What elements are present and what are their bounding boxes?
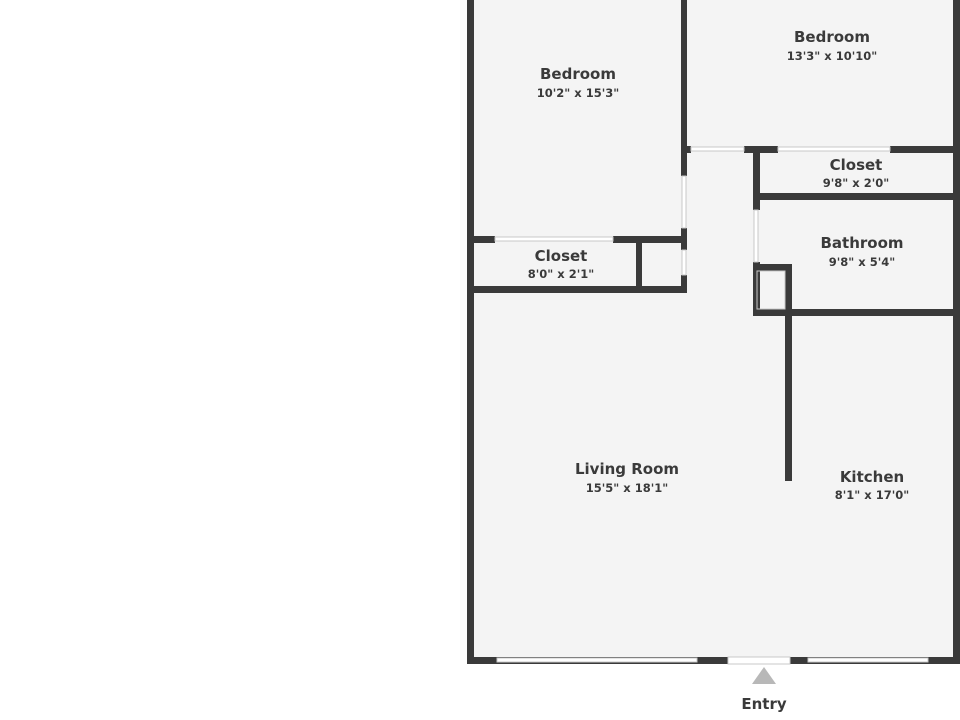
room-name-bedroom-2: Bedroom	[794, 28, 870, 46]
wall-bath-stub-top	[753, 264, 791, 271]
wall-outer-right	[953, 0, 960, 664]
wall-bottom	[467, 657, 960, 664]
room-name-closet-1: Closet	[830, 156, 883, 174]
entry-arrow-icon	[752, 667, 776, 684]
wall-closet1-bottom	[753, 193, 960, 200]
room-name-living-room: Living Room	[575, 460, 679, 478]
room-dimensions-bathroom: 9'8" x 5'4"	[829, 255, 895, 269]
room-name-bedroom-1: Bedroom	[540, 65, 616, 83]
wall-bath-stub-right	[785, 264, 792, 316]
entry-door-opening	[727, 656, 791, 665]
wall-closet2-top-right	[613, 236, 687, 243]
room-dimensions-closet-2: 8'0" x 2'1"	[528, 267, 594, 281]
floor-area	[470, 0, 957, 662]
room-dimensions-living-room: 15'5" x 18'1"	[586, 481, 668, 495]
window-bath-stub	[756, 270, 786, 310]
room-dimensions-bedroom-1: 10'2" x 15'3"	[537, 86, 619, 100]
room-dimensions-kitchen: 8'1" x 17'0"	[835, 488, 909, 502]
room-name-bathroom: Bathroom	[820, 234, 903, 252]
wall-bathroom-bottom	[753, 309, 960, 316]
windows	[494, 146, 929, 663]
room-name-kitchen: Kitchen	[840, 468, 904, 486]
window-bath-left	[753, 209, 759, 263]
wall-outer-left	[467, 0, 474, 664]
walls	[467, 0, 960, 664]
window-bedroom2-bottom-left	[690, 146, 745, 152]
window-bottom-left	[496, 657, 698, 663]
wall-closet2-bottom	[467, 286, 687, 293]
wall-bathroom-left-upper	[753, 200, 760, 210]
room-dimensions-bedroom-2: 13'3" x 10'10"	[787, 49, 877, 63]
wall-closet2-divider	[636, 236, 642, 293]
entry-label: Entry	[741, 695, 786, 713]
room-name-closet-2: Closet	[535, 247, 588, 265]
window-bottom-right	[807, 657, 929, 663]
window-closet-divider	[681, 249, 687, 276]
wall-closet1-left	[753, 150, 760, 210]
wall-bedroom2-bottom-mid	[744, 146, 778, 153]
wall-closet-right	[681, 275, 687, 293]
window-bedroom1-closet	[494, 236, 614, 242]
wall-bedroom2-bottom	[681, 146, 691, 153]
window-bedroom-divider	[681, 175, 687, 229]
room-dimensions-closet-1: 9'8" x 2'0"	[823, 176, 889, 190]
wall-closet2-top-left	[467, 236, 495, 243]
wall-bedroom-divider	[681, 0, 687, 176]
window-bedroom2-bottom-right	[777, 146, 891, 152]
wall-kitchen-partition	[785, 316, 792, 481]
wall-bedroom2-bottom-right	[890, 146, 960, 153]
